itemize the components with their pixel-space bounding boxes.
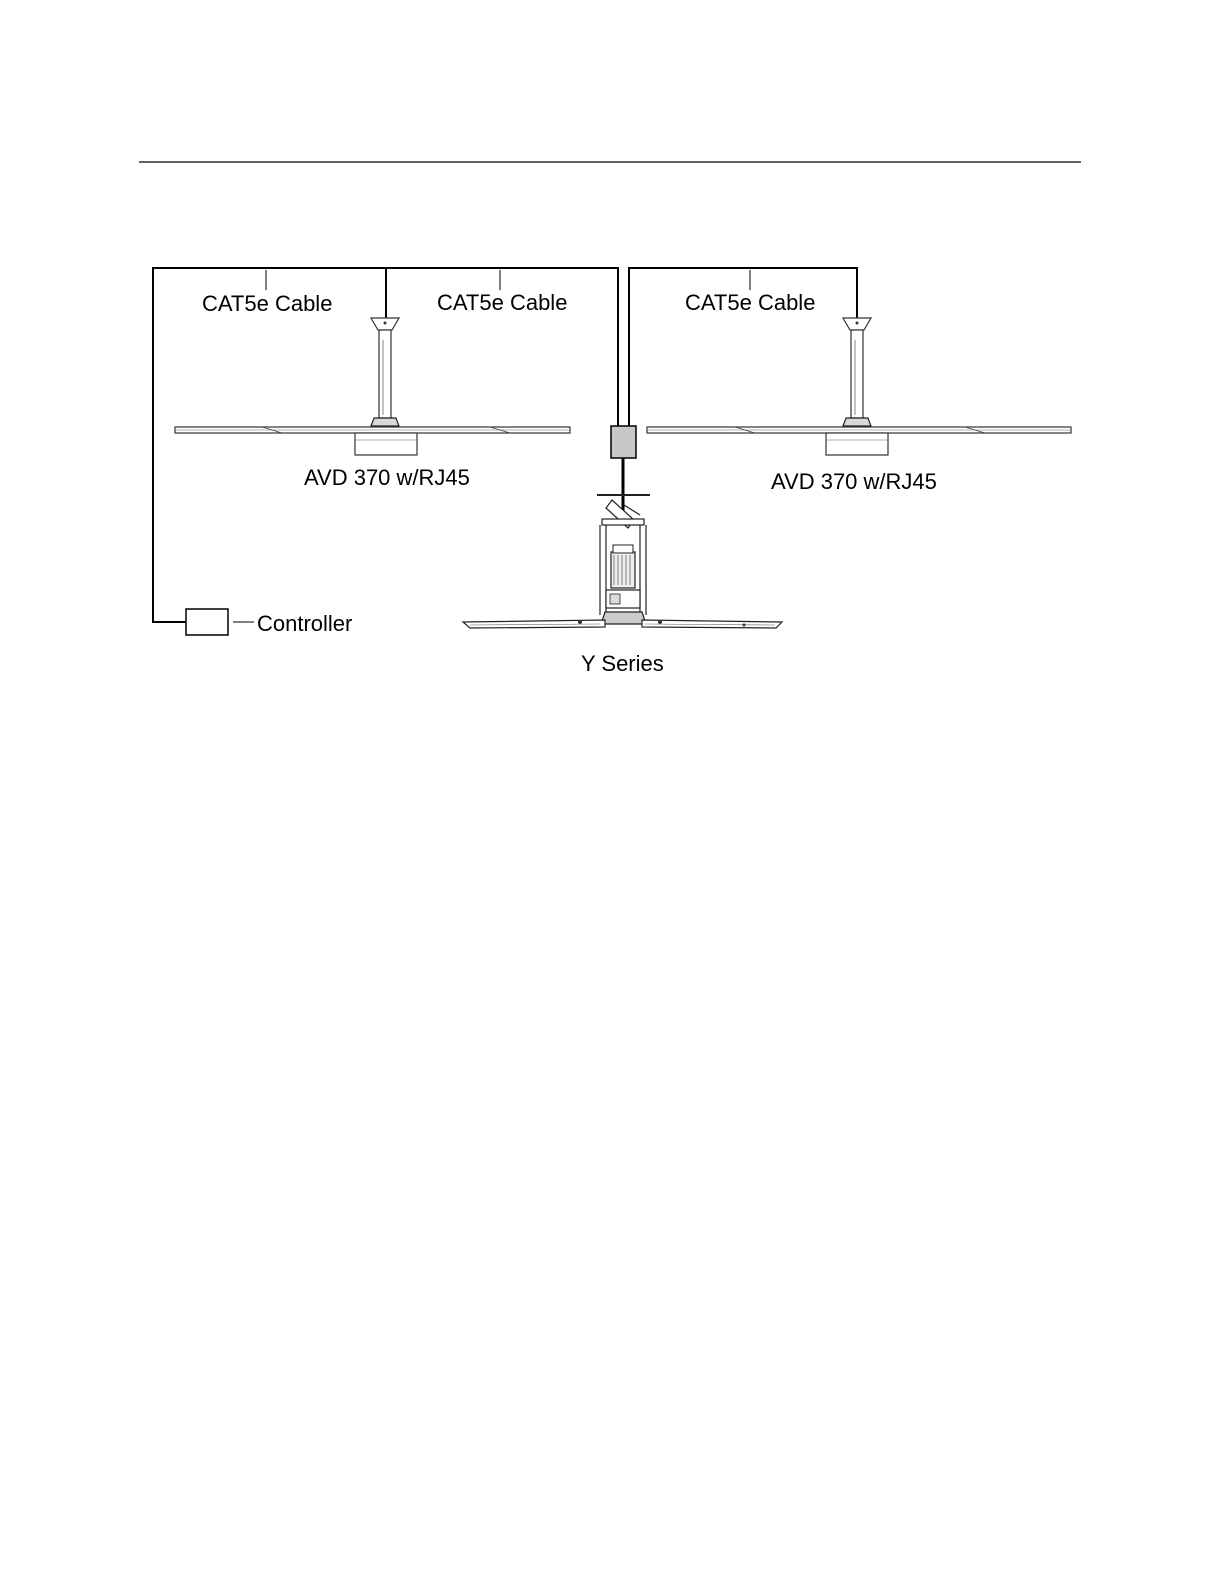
label-controller: Controller — [257, 611, 352, 636]
junction-box — [611, 426, 636, 458]
label-fan-left: AVD 370 w/RJ45 — [304, 465, 470, 490]
controller-box — [186, 609, 228, 635]
fan-y-series-icon — [463, 495, 782, 628]
fan-avd-left-icon — [175, 318, 570, 455]
cable-network — [153, 268, 857, 622]
label-fan-right: AVD 370 w/RJ45 — [771, 469, 937, 494]
label-cable-2: CAT5e Cable — [437, 290, 567, 315]
label-cable-1: CAT5e Cable — [202, 291, 332, 316]
fan-avd-right-icon — [647, 318, 1071, 455]
label-y-series: Y Series — [581, 651, 664, 676]
label-cable-3: CAT5e Cable — [685, 290, 815, 315]
